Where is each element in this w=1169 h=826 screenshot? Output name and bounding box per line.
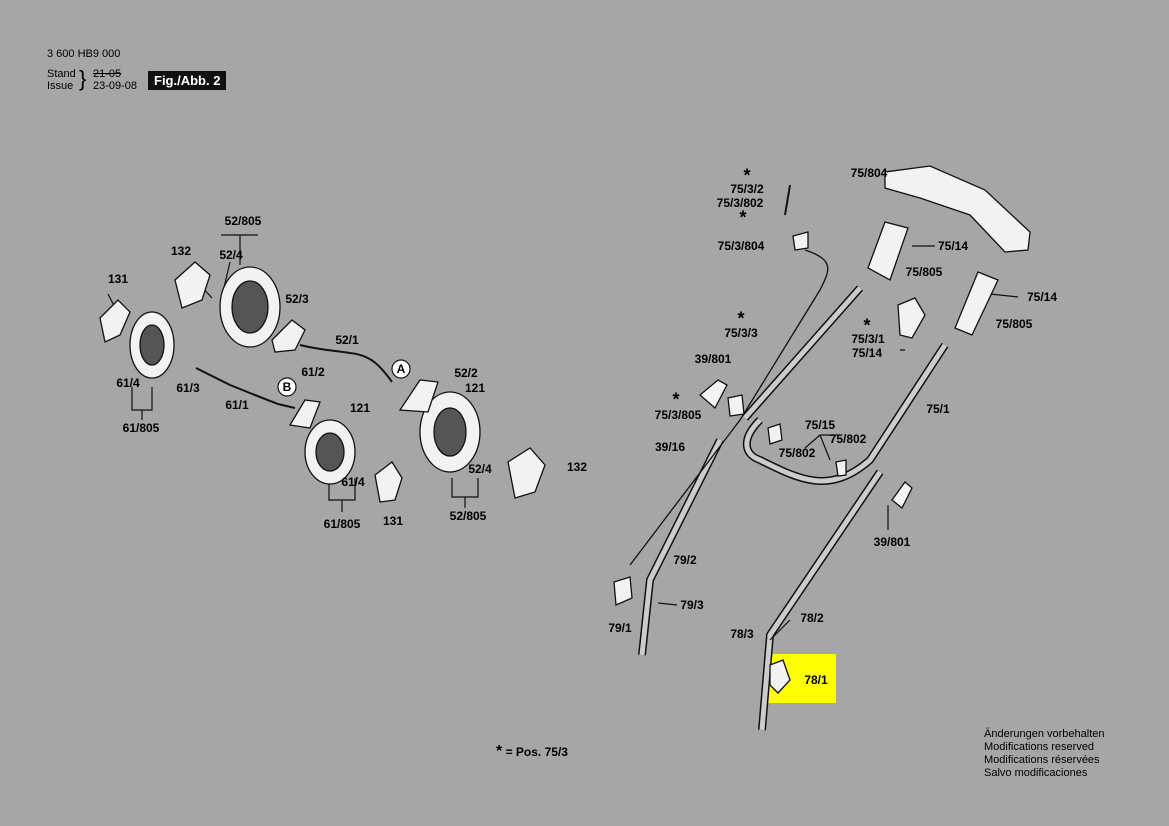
callout-131-left: 131 [107,272,129,286]
legend-star: * [496,743,503,760]
callout-39-16: 39/16 [654,440,686,454]
legend-text: = Pos. 75/3 [505,745,568,759]
doc-number: 3 600 HB9 000 [47,48,121,60]
callout-75-3-804: 75/3/804 [717,239,765,253]
callout-75-14-c: 75/14 [851,346,883,360]
callout-132-top: 132 [170,244,192,258]
note-line: Salvo modificaciones [984,767,1088,779]
note-line: Modifications réservées [984,754,1100,766]
issue-value: 23-09-08 [93,80,138,92]
callout-52-3: 52/3 [285,292,309,306]
asterisk-marker: * [739,207,747,228]
issue-label: Issue [47,80,74,92]
callout-78-2: 78/2 [800,611,824,625]
modifications-note: Änderungen vorbehalten Modifications res… [984,728,1104,780]
callout-121-b: 121 [349,401,371,415]
callout-75-3-805: 75/3/805 [654,408,702,422]
callout-75-3-3: 75/3/3 [724,326,758,340]
note-line: Änderungen vorbehalten [984,728,1105,740]
callout-circle-b [277,377,297,397]
callout-61-3: 61/3 [176,381,200,395]
callout-61-805-bottom: 61/805 [323,517,361,531]
callout-circle-a [391,359,411,379]
callout-52-805-top: 52/805 [224,214,262,228]
callout-75-14-a: 75/14 [937,239,969,253]
asterisk-marker: * [743,165,751,186]
stand-label: Stand [47,68,76,80]
callout-75-15: 75/15 [804,418,836,432]
stand-value: 21-05 [93,68,122,80]
callout-75-1: 75/1 [926,402,950,416]
callout-52-4-bottom: 52/4 [468,462,492,476]
callout-52-4-top: 52/4 [219,248,243,262]
callout-75-3-802: 75/3/802 [716,196,764,210]
callout-78-3: 78/3 [730,627,754,641]
callout-75-3-1: 75/3/1 [851,332,885,346]
callout-61-4-left: 61/4 [116,376,140,390]
callout-121-a: 121 [464,381,486,395]
callout-52-2: 52/2 [454,366,478,380]
callout-75-802-b: 75/802 [778,446,816,460]
callout-61-1: 61/1 [225,398,249,412]
callout-75-805-b: 75/805 [995,317,1033,331]
asterisk-marker: * [863,315,871,336]
callout-79-1: 79/1 [608,621,632,635]
note-line: Modifications reserved [984,741,1095,753]
callout-75-805-a: 75/805 [905,265,943,279]
asterisk-marker: * [672,389,680,410]
callout-61-2: 61/2 [301,365,325,379]
callout-52-805-bottom: 52/805 [449,509,487,523]
callout-75-802-a: 75/802 [829,432,867,446]
brace-symbol: } [79,66,87,91]
callout-61-805-left: 61/805 [122,421,160,435]
callout-75-14-b: 75/14 [1026,290,1058,304]
callout-75-3-2: 75/3/2 [730,182,764,196]
asterisk-marker: * [737,308,745,329]
figure-badge: Fig./Abb. 2 [148,71,227,90]
callout-52-1: 52/1 [335,333,359,347]
callout-39-801-a: 39/801 [694,352,732,366]
callout-39-801-b: 39/801 [873,535,911,549]
callout-132-bottom: 132 [566,460,588,474]
callout-79-2: 79/2 [673,553,697,567]
callout-75-804: 75/804 [850,166,888,180]
callout-78-1: 78/1 [804,673,828,687]
callout-79-3: 79/3 [680,598,704,612]
callout-b: B [282,380,292,394]
legend: * = Pos. 75/3 [496,743,568,761]
callout-a: A [396,362,406,376]
callout-61-4-bottom: 61/4 [341,475,365,489]
callout-131-bottom: 131 [382,514,404,528]
